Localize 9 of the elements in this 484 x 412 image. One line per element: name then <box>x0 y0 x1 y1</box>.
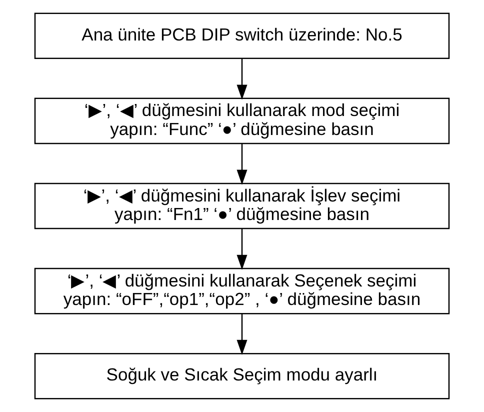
node-box: ‘▶’, ‘◀’ düğmesini kullanarak Seçenek seçimi yapın: “oFF”,“op1”,“op2” , ‘●’ düğmesine basın <box>34 268 450 314</box>
node-box: Ana ünite PCB DIP switch üzerinde: No.5 <box>34 12 450 60</box>
arrow <box>236 144 248 185</box>
arrow <box>236 314 248 355</box>
arrow <box>236 58 248 100</box>
node-box: Soğuk ve Sıcak Seçim modu ayarlı <box>34 352 450 400</box>
node-box: ‘▶’, ‘◀’ düğmesini kullanarak mod seçimi yapın: “Func” ‘●’ düğmesine basın <box>34 98 450 144</box>
node-box: ‘▶’, ‘◀’ düğmesini kullanarak İşlev seçimi yapın: “Fn1” ‘●’ düğmesine basın <box>34 182 450 230</box>
arrow <box>236 228 248 270</box>
